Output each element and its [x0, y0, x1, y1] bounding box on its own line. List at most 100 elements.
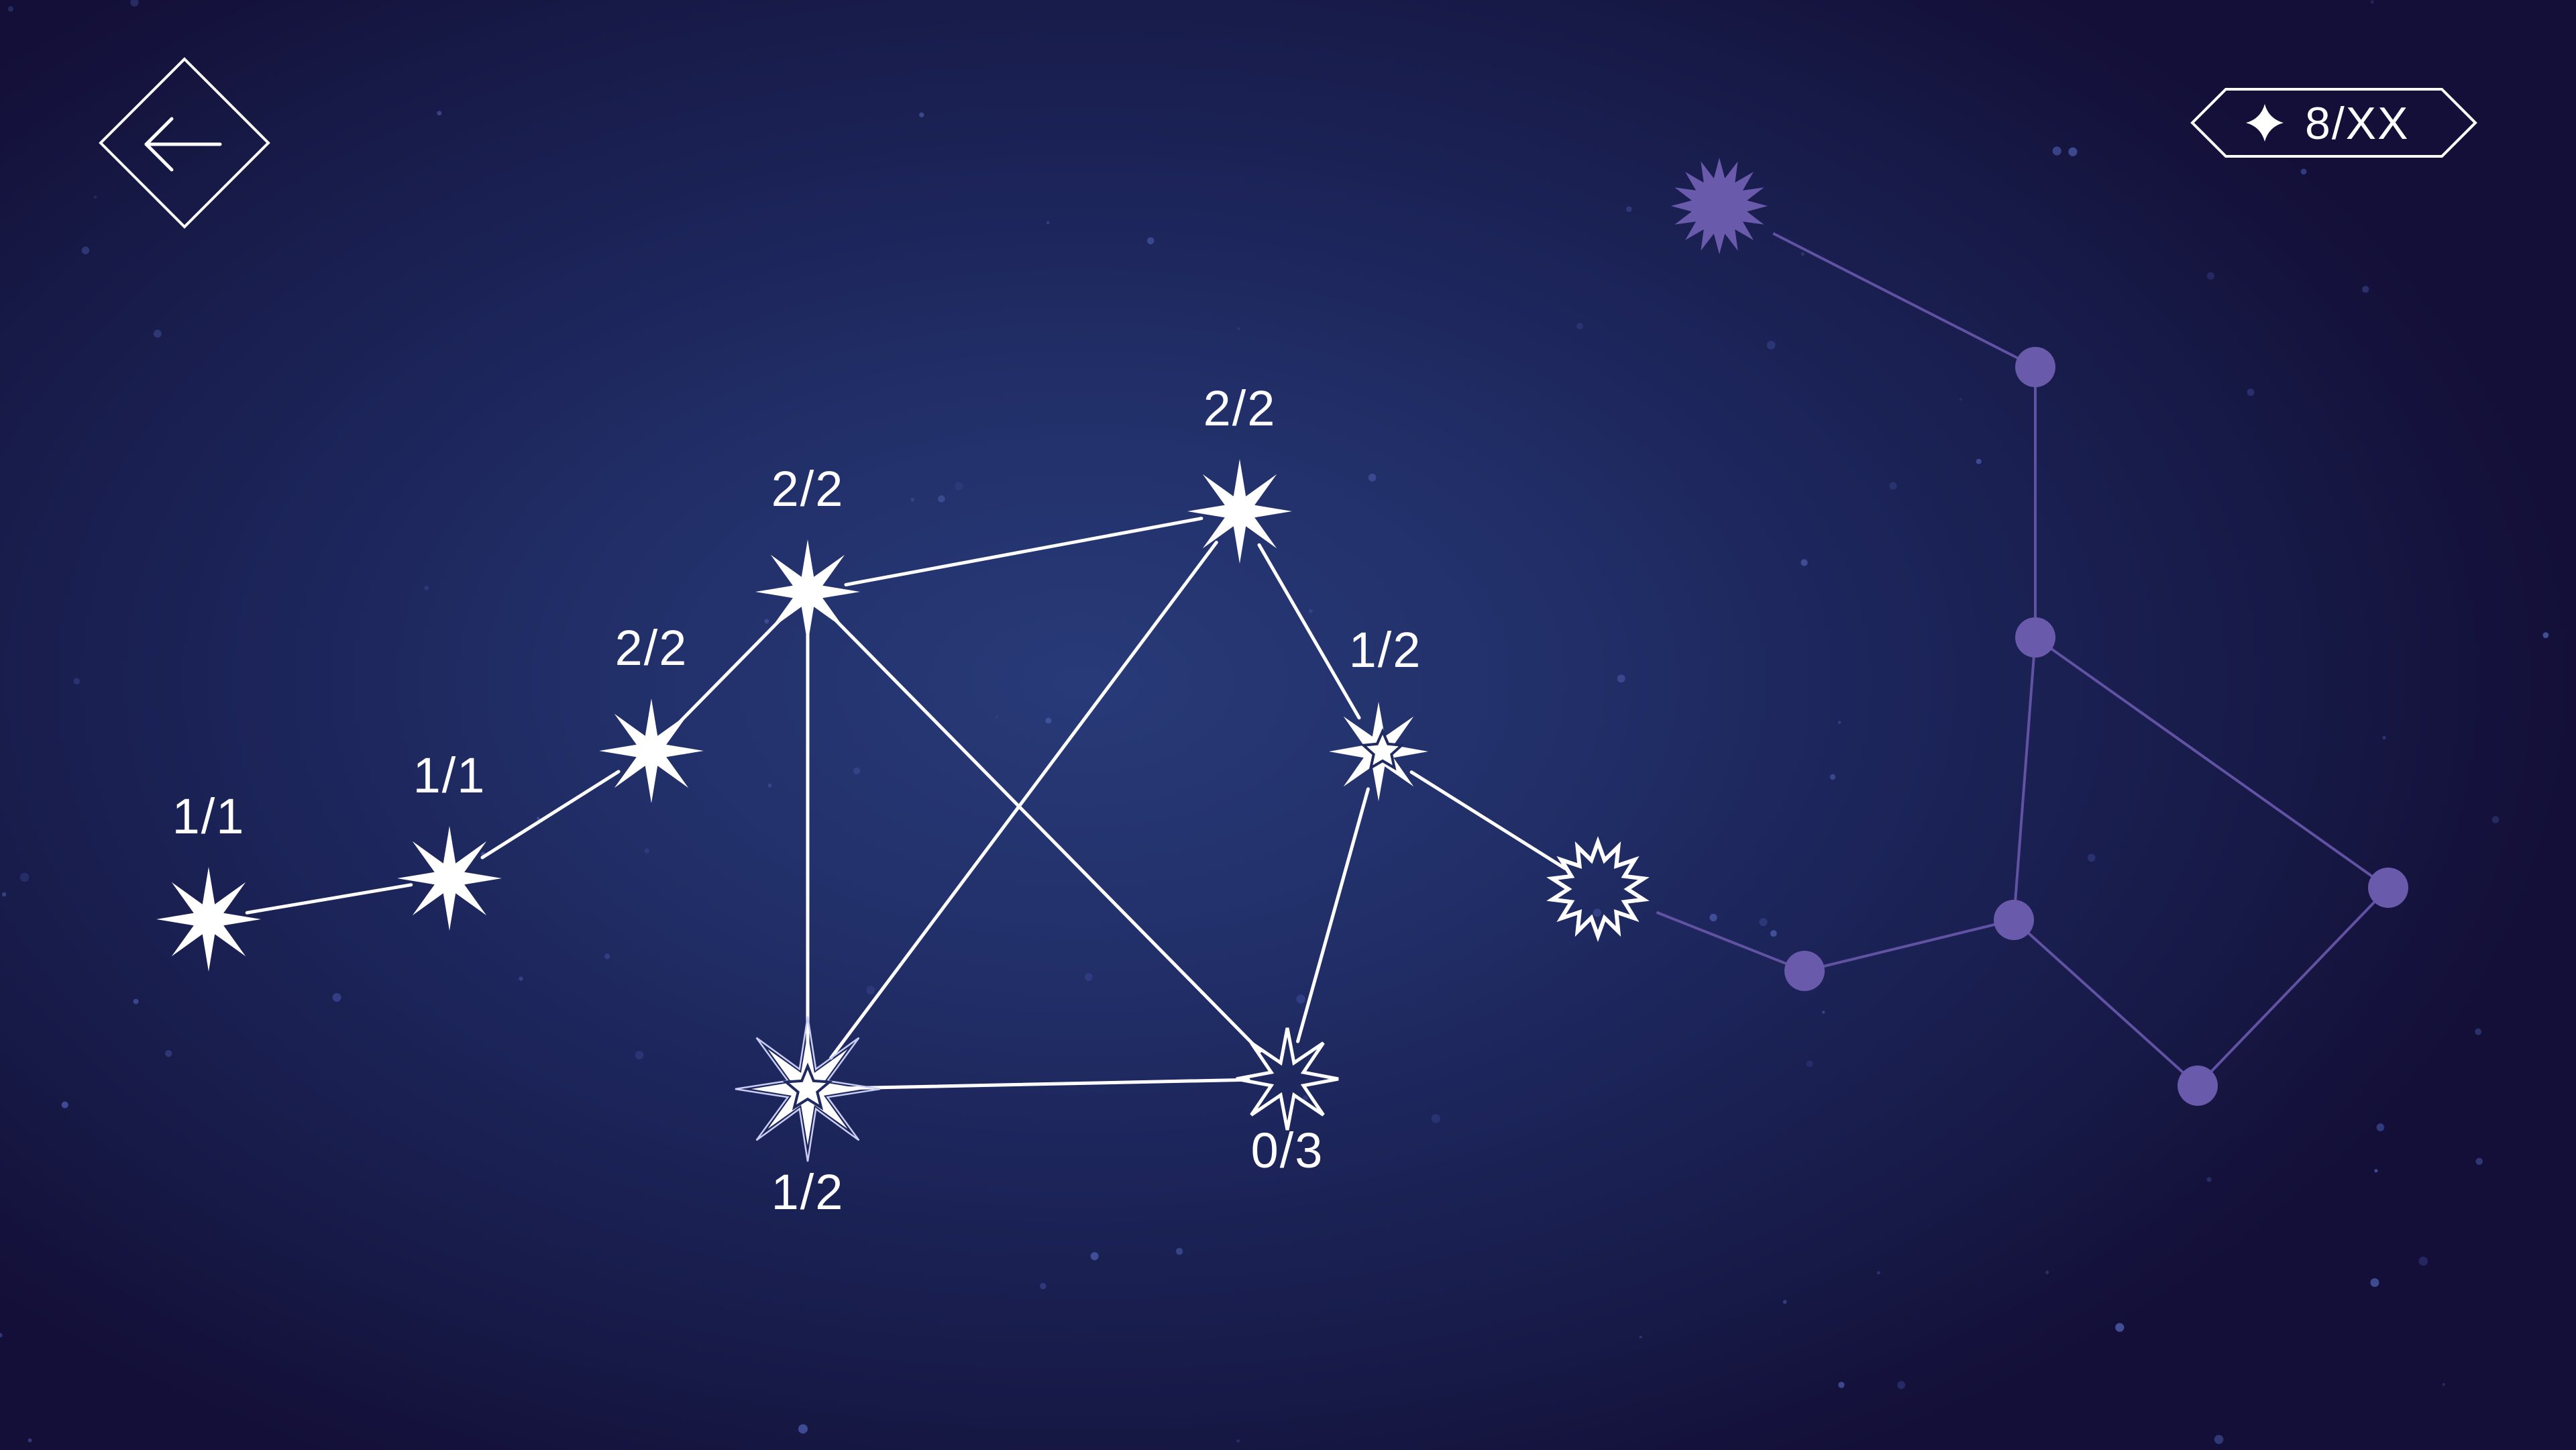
background-star-dot	[1837, 721, 1841, 724]
locked-node	[1784, 951, 1825, 991]
locked-connection-line	[2034, 636, 2390, 889]
level-node-level-7[interactable]: 0/3	[1236, 1027, 1339, 1178]
completed-star-icon	[755, 539, 860, 644]
connection-line	[245, 883, 413, 915]
level-progress-label: 1/1	[172, 788, 246, 844]
background-star-dot	[2115, 1323, 2125, 1332]
background-star-dot	[519, 976, 523, 981]
connection-line	[677, 617, 782, 725]
level-node-level-8[interactable]: 1/2	[735, 1016, 881, 1220]
background-star-dot	[1040, 1283, 1046, 1290]
background-star-dot	[1959, 398, 1962, 401]
level-progress-label: 1/2	[771, 1164, 845, 1220]
background-star-dot	[1877, 1271, 1880, 1275]
level-node-level-2[interactable]: 1/1	[397, 747, 502, 931]
constellation-levels: 1/1 1/1 2/2 2/2 2/2 1/2 0/3 1/2	[156, 380, 1650, 1220]
locked-node	[2015, 617, 2055, 658]
background-star-dot	[995, 715, 999, 719]
locked-connection-line	[2012, 919, 2199, 1087]
background-star-dot	[332, 993, 341, 1002]
background-star-dot	[2475, 1028, 2482, 1035]
level-node-level-5[interactable]: 2/2	[1187, 380, 1292, 564]
locked-connection-line	[1656, 911, 1805, 972]
connection-line	[844, 517, 1203, 586]
background-star-dot	[19, 872, 30, 882]
background-star-dot	[955, 482, 963, 490]
background-star-dot	[1576, 323, 1583, 329]
background-star-dot	[2374, 1169, 2378, 1173]
level-progress-label: 1/1	[413, 747, 486, 803]
arrow-left-icon	[144, 117, 222, 172]
background-star-dot	[2475, 1157, 2483, 1166]
background-star-dot	[919, 112, 924, 117]
background-star-dot	[1806, 1060, 1813, 1068]
partial-star-inner-outline	[1360, 728, 1405, 771]
locked-node	[1994, 900, 2034, 940]
background-star-dot	[604, 953, 610, 960]
background-star-dot	[866, 986, 875, 995]
current-star-inner-outline	[782, 1062, 833, 1110]
background-star-dot	[2442, 1383, 2446, 1386]
star-counter: 8/XX	[2190, 88, 2477, 158]
background-star-dot	[1801, 559, 1808, 566]
background-star-dot	[1046, 221, 1050, 225]
background-star-dot	[2068, 147, 2078, 156]
constellation-lines	[245, 517, 1567, 1090]
current-level-halo	[735, 1016, 881, 1162]
background-star-dot	[1146, 237, 1155, 245]
unlocked-star-outline-icon	[1236, 1027, 1339, 1131]
background-star-dot	[767, 783, 772, 788]
background-star-dot	[2052, 146, 2061, 156]
background-star-dot	[93, 195, 97, 199]
background-star-dot	[1822, 1011, 1825, 1014]
background-star-dot	[1766, 341, 1776, 350]
locked-constellation-star-icon	[1671, 158, 1768, 254]
background-star-dot	[537, 817, 540, 820]
level-progress-label: 2/2	[771, 461, 845, 517]
background-star-dot	[798, 1424, 808, 1434]
background-star-dot	[1175, 1247, 1183, 1255]
connection-line	[1296, 787, 1370, 1043]
level-node-level-3[interactable]: 2/2	[599, 620, 704, 803]
locked-node	[2015, 347, 2055, 387]
background-star-dot	[1759, 918, 1768, 927]
background-star-dot	[0, 1333, 3, 1338]
background-star-dot	[2087, 853, 2096, 862]
locked-constellation-nodes	[1671, 158, 2408, 1106]
background-star-dot	[2206, 272, 2214, 280]
level-progress-label: 2/2	[615, 620, 688, 676]
background-star-dot	[61, 1101, 68, 1108]
background-star-dot	[2206, 1177, 2212, 1182]
locked-connection-line	[1804, 919, 2015, 972]
background-star-dot	[1237, 327, 1241, 331]
level-node-level-4[interactable]: 2/2	[755, 461, 860, 644]
background-star-dot	[133, 998, 139, 1004]
background-star-dot	[1084, 973, 1093, 981]
level-node-next-node[interactable]	[1546, 836, 1650, 942]
background-star-dot	[424, 586, 429, 590]
completed-star-icon	[156, 867, 261, 972]
connection-line	[829, 540, 1218, 1060]
connection-line	[1257, 543, 1361, 720]
connection-line	[845, 1078, 1250, 1090]
locked-node	[2178, 1066, 2218, 1106]
background-star-dot	[938, 495, 945, 503]
connection-line	[833, 617, 1262, 1053]
background-star-dot	[2214, 1435, 2224, 1445]
background-star-dot	[1889, 482, 1897, 490]
background-star-dot	[2542, 632, 2549, 638]
completed-star-icon	[1187, 459, 1292, 564]
background-star-dot	[1431, 1114, 1440, 1123]
current-star-icon	[751, 1033, 864, 1145]
background-star-dot	[1236, 1439, 1240, 1443]
background-star-dot	[644, 848, 650, 853]
background-star-dot	[153, 329, 162, 338]
background-star-dot	[2376, 1123, 2385, 1131]
background-star-dot	[1296, 994, 1305, 1004]
background-star-dot	[2418, 1256, 2428, 1266]
background-star-dot	[2300, 168, 2307, 175]
back-button[interactable]	[99, 57, 270, 229]
level-node-level-1[interactable]: 1/1	[156, 788, 261, 972]
level-node-level-6[interactable]: 1/2	[1329, 622, 1428, 801]
